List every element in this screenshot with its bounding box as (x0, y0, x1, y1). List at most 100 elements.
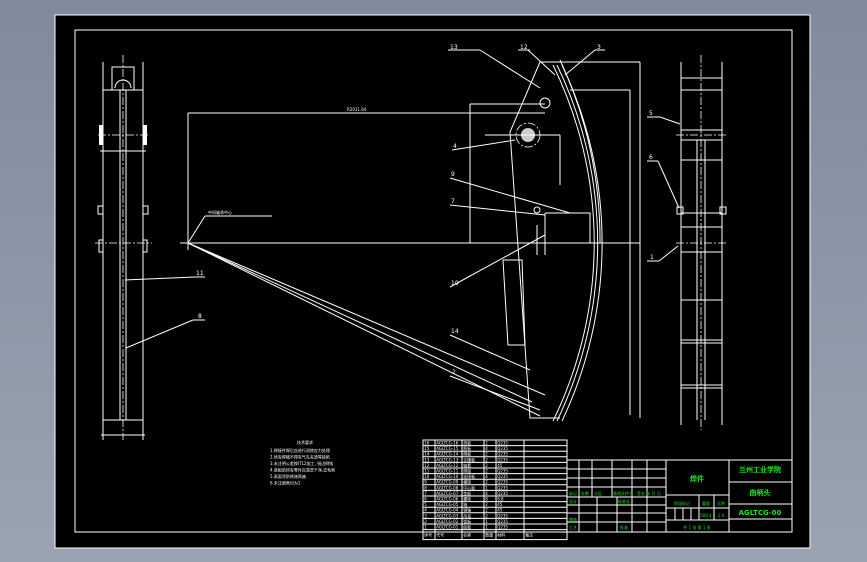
part-name: 曲柄头 (750, 488, 771, 497)
review-label: 审核 (569, 516, 577, 522)
count-label: 处数 (581, 490, 589, 496)
bom-cell: 45 (497, 463, 503, 468)
bom-cell: 16 (424, 441, 430, 446)
note-line: 3.未注明公差按IT12加工, 锐边倒钝 (270, 460, 333, 466)
balloon-3: 3 (597, 44, 601, 51)
balloon-1: 1 (650, 254, 654, 261)
bom-cell: 3 (424, 513, 427, 518)
bom-cell: AGLTCG-02 (436, 519, 459, 524)
bom-cell: 2 (485, 463, 488, 468)
balloon-4: 4 (453, 143, 457, 150)
bom-cell: 13 (424, 457, 430, 462)
bom-cell: Q235 (497, 525, 508, 530)
bom-cell: 2 (485, 441, 488, 446)
note-line: 2.所有焊缝不得有气孔夹渣等缺陷 (270, 454, 330, 460)
bom-cell: 挡板 (463, 440, 471, 446)
design-label: 设计 (569, 498, 577, 504)
bom-cell: 销轴 (463, 507, 471, 513)
scale-value: 1:4 (718, 513, 725, 518)
bom-cell: Q235 (497, 480, 508, 485)
sheet-count: 共 1 张 第 1 张 (683, 524, 710, 530)
bom-header: 序号代号名称数量材料备注 (424, 532, 533, 538)
bom-cell: Q235 (497, 519, 508, 524)
bom-cell: 11 (424, 469, 430, 474)
zone-label: 分区 (594, 490, 602, 496)
balloon-9: 9 (451, 171, 455, 178)
bom-cell: 2 (424, 519, 427, 524)
bom-cell: Q235 (497, 469, 508, 474)
bom-cell: 螺栓 (463, 496, 471, 502)
bom-cell: 2 (485, 502, 488, 507)
balloon-14: 14 (451, 328, 459, 335)
pivot-center-label: 中间轴承中心 (208, 209, 232, 215)
bom-cell: 支撑板 (463, 456, 475, 462)
bom-cell: AGLTCG-08 (436, 485, 459, 490)
balloon-8: 8 (198, 313, 202, 320)
bom-cell: 侧梁 (463, 468, 471, 474)
bom-cell: 连接板 (463, 473, 475, 479)
bom-cell: AGLTCG-12 (436, 463, 459, 468)
bom-header-cell: 备注 (525, 532, 533, 538)
bom-cell: 5 (424, 502, 427, 507)
bom-cell: Q235 (497, 457, 508, 462)
outer-frame (54, 14, 811, 549)
balloon-10: 10 (451, 280, 459, 287)
change-doc-label: 更改文件号 (613, 490, 633, 496)
mark-label: 标记 (569, 490, 577, 496)
bom-cell: 2 (485, 513, 488, 518)
bom-cell: 8 (485, 497, 488, 502)
notes-title: 技术要求 (297, 439, 313, 445)
weight-label: 重量 (702, 500, 710, 506)
balloon-5: 5 (649, 110, 653, 117)
bom-cell: AGLTCG-10 (436, 474, 459, 479)
left-side-view: 11 8 (95, 55, 205, 440)
bom-cell: 45 (497, 502, 503, 507)
weight-value: 500.4 (700, 513, 712, 518)
bom-cell: Q235 (497, 485, 508, 490)
bom-cell: AGLTCG-06 (436, 497, 459, 502)
process-label: 工艺 (569, 525, 577, 530)
drawing-number: AGLTCG-00 (739, 509, 782, 517)
bom-cell: 4 (424, 508, 427, 513)
balloon-2: 2 (452, 369, 456, 376)
inner-frame (74, 29, 793, 533)
bom-header-cell: 序号 (424, 532, 432, 538)
bom-cell: 7 (424, 491, 427, 496)
bom-cell: AGLTCG-05 (436, 502, 459, 507)
bom-cell: Q235 (497, 452, 508, 457)
right-side-view: 5 6 1 (647, 55, 728, 430)
note-line: 4.装配前所有零件应清洗干净,去毛刺 (270, 467, 335, 473)
bom-cell: AGLTCG-16 (436, 441, 459, 446)
bom-cell: 横梁 (463, 479, 471, 485)
bom-header-cell: 材料 (497, 532, 505, 538)
bom-cell: 45 (497, 508, 503, 513)
balloon-11: 11 (196, 270, 204, 277)
bom-cell: AGLTCG-09 (436, 480, 459, 485)
bom-cell: 吊耳 (463, 513, 471, 518)
bom-cell: 1 (424, 525, 427, 530)
bom-cell: Q235 (497, 446, 508, 451)
approve-label: 批准 (620, 524, 628, 530)
bom-cell: Q235 (497, 513, 508, 518)
bom-header-cell: 数量 (485, 532, 493, 538)
bom-cell: 8 (424, 485, 427, 490)
note-line: 1.焊接件焊后应进行消除应力处理 (270, 447, 330, 453)
bom-cell: 中心板 (463, 484, 475, 490)
bom-cell: Q235 (497, 491, 508, 496)
material: 焊件 (690, 474, 704, 483)
bom-cell: 1 (485, 519, 488, 524)
bom-cell: AGLTCG-01 (436, 525, 459, 530)
bom-cell: 8.8 (497, 497, 504, 502)
